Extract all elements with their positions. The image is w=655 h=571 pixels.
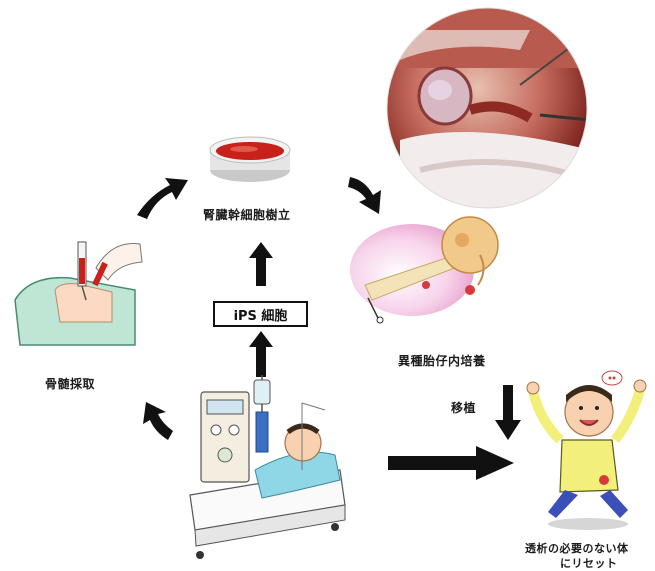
label-reset-line2: にリセット bbox=[560, 555, 618, 571]
arrow-up-to-kidney bbox=[249, 242, 273, 286]
arrow-up-to-ips bbox=[249, 331, 273, 377]
cycle-arrow-upper-left bbox=[137, 178, 188, 219]
label-transplant: 移植 bbox=[451, 399, 476, 416]
label-reset-line1: 透析の必要のない体 bbox=[525, 540, 629, 556]
petri-dish-icon bbox=[210, 137, 290, 182]
surgery-photo bbox=[385, 8, 595, 210]
bone-marrow-illustration bbox=[15, 242, 142, 345]
label-xeno-fetal-culture: 異種胎仔内培養 bbox=[398, 352, 486, 369]
happy-person-illustration bbox=[527, 371, 646, 530]
ips-cell-box: iPS 細胞 bbox=[213, 301, 308, 327]
xeno-culture-illustration bbox=[350, 217, 498, 323]
cycle-arrow-upper-right bbox=[348, 177, 381, 214]
dialysis-patient-illustration bbox=[190, 375, 345, 559]
label-kidney-stem-cell: 腎臓幹細胞樹立 bbox=[203, 206, 291, 223]
arrow-down-transplant bbox=[495, 385, 521, 440]
label-bone-marrow: 骨髄採取 bbox=[45, 375, 95, 392]
arrow-right-to-reset bbox=[388, 446, 514, 480]
cycle-arrow-lower-left bbox=[143, 402, 173, 440]
